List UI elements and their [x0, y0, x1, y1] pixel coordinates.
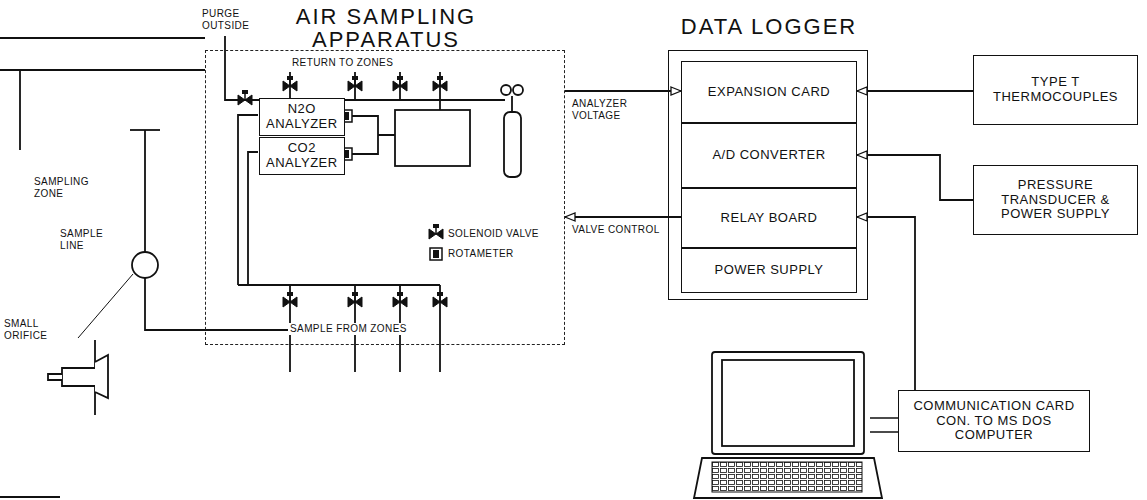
signal-connector — [857, 90, 973, 92]
legend-text: ROTAMETER — [448, 248, 514, 260]
region-heading: DATA LOGGER — [669, 15, 869, 38]
analyzer-box: CO2 ANALYZER — [259, 137, 345, 175]
label: SAMPLE FROM ZONES — [288, 323, 422, 335]
signal-connector — [565, 216, 681, 218]
apparatus-region: AIR SAMPLING APPARATUSN2O ANALYZERCO2 AN… — [205, 50, 565, 345]
region-heading: AIR SAMPLING APPARATUS — [271, 5, 501, 51]
signal-label: VALVE CONTROL — [572, 224, 662, 236]
label: SAMPLE LINE — [58, 228, 122, 251]
analyzer-box: N2O ANALYZER — [259, 98, 345, 136]
sensor-box: PRESSURE TRANSDUCER & POWER SUPPLY — [973, 165, 1138, 235]
label: SAMPLING ZONE — [32, 176, 106, 199]
sensor-box: TYPE T THERMOCOUPLES — [973, 55, 1138, 125]
box-label: COMMUNICATION CARD CON. TO MS DOS COMPUT… — [904, 399, 1084, 444]
logger-housing: DATA LOGGEREXPANSION CARDA/D CONVERTERRE… — [668, 50, 868, 300]
box-label: CO2 ANALYZER — [265, 141, 339, 171]
box-label: RELAY BOARD — [721, 211, 818, 226]
label: SMALL ORIFICE — [2, 318, 61, 341]
interface-box: COMMUNICATION CARD CON. TO MS DOS COMPUT… — [898, 390, 1090, 452]
legend-text: SOLENOID VALVE — [448, 228, 539, 240]
signal-connector — [565, 90, 681, 92]
card-box: RELAY BOARD — [681, 188, 857, 248]
box-label: EXPANSION CARD — [708, 85, 830, 100]
box-label: A/D CONVERTER — [712, 148, 825, 163]
card-box: EXPANSION CARD — [681, 61, 857, 123]
card-box: A/D CONVERTER — [681, 123, 857, 188]
signal-connector — [857, 155, 973, 200]
label: PURGE OUTSIDE — [200, 8, 252, 31]
box-label: PRESSURE TRANSDUCER & POWER SUPPLY — [979, 178, 1132, 223]
signal-label: ANALYZER VOLTAGE — [572, 98, 662, 121]
box-label: POWER SUPPLY — [714, 263, 823, 278]
card-box: POWER SUPPLY — [681, 248, 857, 293]
label: RETURN TO ZONES — [290, 57, 409, 69]
box-label: TYPE T THERMOCOUPLES — [979, 75, 1132, 105]
box-label: N2O ANALYZER — [265, 102, 339, 132]
signal-connector — [857, 217, 915, 390]
